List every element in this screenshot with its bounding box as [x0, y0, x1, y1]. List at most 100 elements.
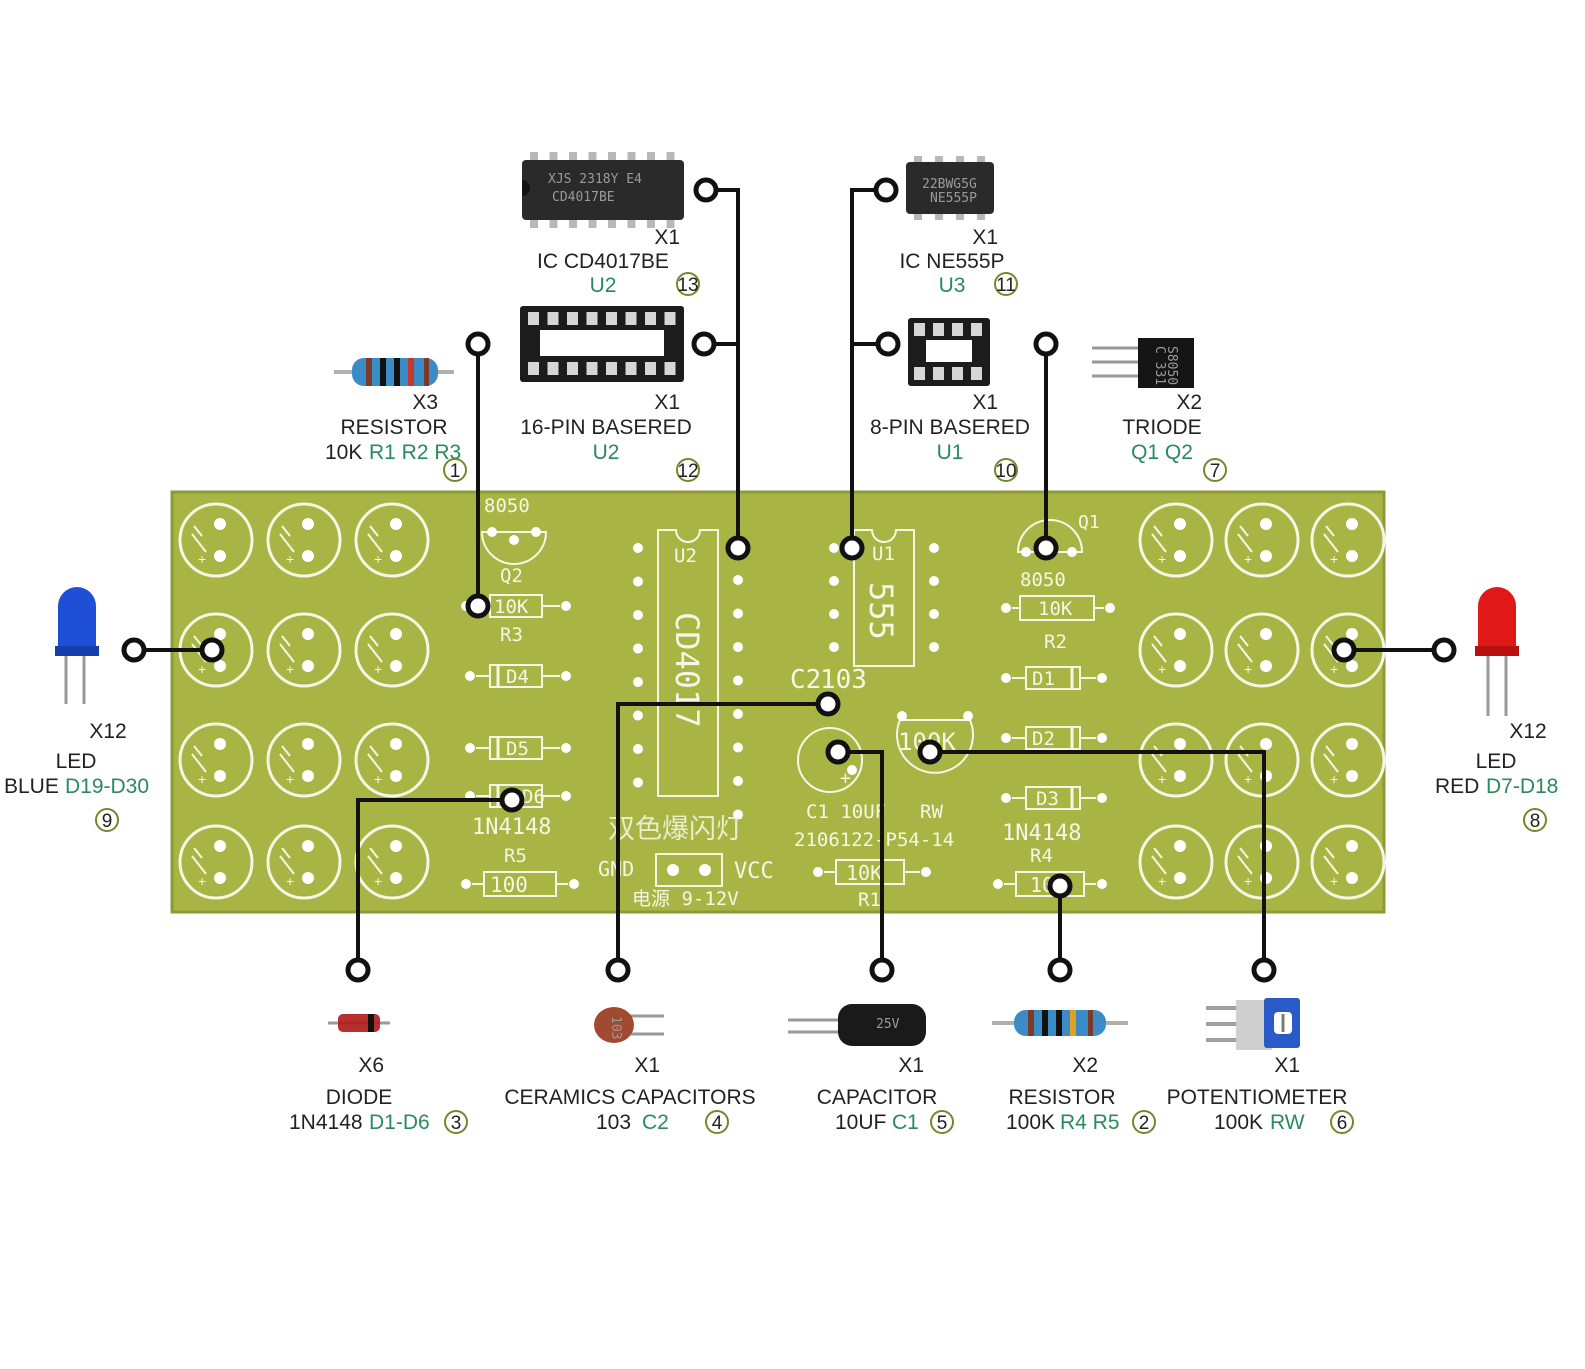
capacitor-value: 10UF	[835, 1111, 886, 1134]
c1-label: C1 10UF	[806, 801, 886, 823]
led-footprints: ++++++++++++++++++++++++	[178, 502, 1386, 900]
label-diode: X6 DIODE 1N4148 D1-D6 3	[289, 1054, 468, 1134]
led-footprint: +	[1310, 824, 1386, 900]
label-ceramic: X1 CERAMICS CAPACITORS 103 C2 4	[504, 1054, 756, 1134]
resistor10k-value: 10K	[325, 441, 362, 464]
led-footprint: +	[354, 612, 430, 688]
d5-label: D5	[506, 738, 529, 760]
resistor10k-name: RESISTOR	[341, 416, 448, 439]
diode-number: 3	[451, 1113, 462, 1134]
socket16-refs: U2	[593, 441, 620, 464]
triode-number: 7	[1210, 461, 1221, 482]
svg-text:+: +	[198, 661, 206, 677]
led-footprint: +	[1224, 502, 1300, 578]
label-resistor100k: X2 RESISTOR 100K R4 R5 2	[1006, 1054, 1156, 1134]
capacitor-refs: C1	[892, 1111, 919, 1134]
u2-footprint: U2 CD4017	[633, 529, 743, 820]
q1-type-label: 8050	[1020, 569, 1066, 591]
ne555-marking-1: 22BWG5G	[922, 177, 977, 192]
q2-ref-label: Q2	[500, 565, 523, 587]
resistor100k-refs: R4 R5	[1060, 1111, 1120, 1134]
r2-value-label: 10K	[1038, 598, 1073, 620]
r1-footprint: 10K R1	[813, 859, 931, 911]
diode-type-left-label: 1N4148	[472, 815, 551, 840]
ne555-qty: X1	[972, 226, 998, 249]
ceramic-value: 103	[596, 1111, 631, 1134]
q1-ref-label: Q1	[1078, 512, 1100, 533]
label-resistor10k: X3 RESISTOR 10K R1 R2 R3 1	[325, 391, 467, 482]
potentiometer-icon	[1206, 998, 1300, 1050]
led-red-refs: D7-D18	[1486, 775, 1558, 798]
led-red-number: 8	[1530, 811, 1541, 832]
led-footprint: +	[1138, 612, 1214, 688]
label-led-red: X12 LED RED D7-D18 8	[1435, 720, 1558, 832]
d2-footprint: D2	[1001, 726, 1107, 750]
svg-text:+: +	[1244, 873, 1252, 889]
socket8-refs: U1	[937, 441, 964, 464]
led-blue-name: LED	[56, 750, 97, 773]
q1-footprint: Q1 8050	[1016, 512, 1100, 591]
u2-chip-label: CD4017	[668, 612, 706, 728]
cd4017-marking-2: CD4017BE	[552, 190, 615, 205]
led-footprint: +	[178, 502, 254, 578]
svg-text:+: +	[374, 873, 382, 889]
resistor100k-value: 100K	[1006, 1111, 1055, 1134]
r4-ref-label: R4	[1030, 845, 1053, 867]
label-potentiometer: X1 POTENTIOMETER 100K RW 6	[1167, 1054, 1354, 1134]
led-footprint: +	[178, 824, 254, 900]
electrolytic-capacitor-icon: 25V	[788, 1004, 926, 1046]
resistor10k-refs: R1 R2 R3	[369, 441, 461, 464]
svg-text:+: +	[1158, 873, 1166, 889]
ceramic-number: 4	[712, 1113, 723, 1134]
pot-qty: X1	[1274, 1054, 1300, 1077]
transistor-marking-2: C 331	[1152, 346, 1167, 385]
svg-text:+: +	[1158, 551, 1166, 567]
dip8-ic-icon: 22BWG5G NE555P	[906, 156, 994, 220]
ne555-name: IC NE555P	[899, 250, 1004, 273]
label-capacitor: X1 CAPACITOR 10UF C1 5	[817, 1054, 954, 1134]
pot-value: 100K	[1214, 1111, 1263, 1134]
c1-footprint: + C1 10UF	[797, 727, 886, 823]
diode-value: 1N4148	[289, 1111, 363, 1134]
c2-value-label: 103	[820, 665, 867, 695]
q2-type-label: 8050	[484, 495, 530, 517]
triode-name: TRIODE	[1122, 416, 1201, 439]
r5-value-label: 100	[490, 873, 528, 897]
svg-text:+: +	[1158, 771, 1166, 787]
power-label: 电源 9-12V	[632, 888, 739, 910]
board-title-cn: 双色爆闪灯	[608, 814, 743, 845]
led-footprint: +	[1138, 722, 1214, 798]
led-blue-qty: X12	[89, 720, 126, 743]
led-red-value: RED	[1435, 775, 1479, 798]
cd4017-name: IC CD4017BE	[537, 250, 669, 273]
svg-text:+: +	[286, 661, 294, 677]
cd4017-qty: X1	[654, 226, 680, 249]
led-red-name: LED	[1476, 750, 1517, 773]
pot-refs: RW	[1270, 1111, 1305, 1134]
label-led-blue: X12 LED BLUE D19-D30 9	[4, 720, 149, 832]
u1-chip-label: 555	[862, 582, 900, 640]
led-footprint: +	[266, 502, 342, 578]
led-footprint: +	[178, 612, 254, 688]
label-socket8: X1 8-PIN BASERED U1 10	[870, 391, 1030, 482]
d6-label: D6	[522, 786, 545, 808]
resistor-icon	[334, 358, 454, 386]
r5-ref-label: R5	[504, 845, 527, 867]
resistor100k-qty: X2	[1072, 1054, 1098, 1077]
electrolytic-marking: 25V	[876, 1017, 900, 1032]
dip8-socket-icon	[908, 318, 990, 386]
pcb-board: ++++++++++++++++++++++++ 8050 Q2 10K R3 …	[170, 490, 1386, 914]
label-cd4017: X1 IC CD4017BE U2 13	[537, 226, 700, 297]
d1-footprint: D1	[1001, 666, 1107, 690]
rw-ref-label: RW	[920, 801, 943, 823]
svg-text:+: +	[198, 551, 206, 567]
u1-footprint: U1 555	[829, 529, 939, 667]
diode-name: DIODE	[326, 1086, 393, 1109]
resistor100k-number: 2	[1139, 1113, 1150, 1134]
socket16-name: 16-PIN BASERED	[520, 416, 692, 439]
d4-footprint: D4	[465, 664, 571, 688]
ceramic-refs: C2	[642, 1111, 669, 1134]
led-footprint: +	[354, 722, 430, 798]
led-footprint: +	[354, 502, 430, 578]
